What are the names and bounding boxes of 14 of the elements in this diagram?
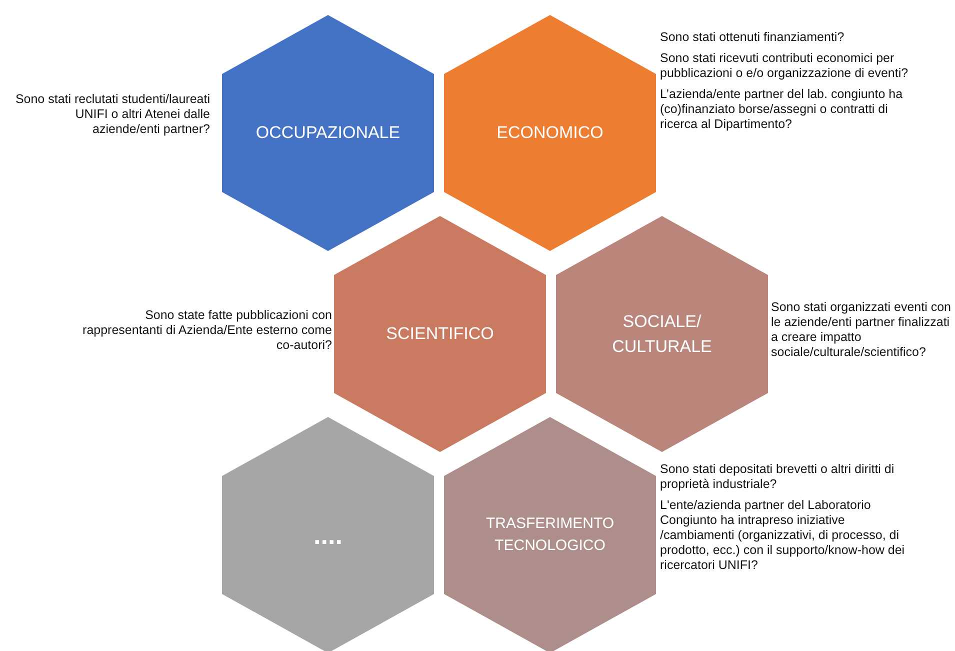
hexagon-label: SCIENTIFICO	[386, 323, 494, 346]
question-text: Sono stati ricevuti contributi economici per pubblicazioni o e/o organizzazione di eventi?	[660, 51, 910, 81]
question-text: Sono stati reclutati studenti/laureati UNIFI o altri Atenei dalle aziende/enti partner?	[14, 92, 210, 137]
hexagon-label: TRASFERIMENTO TECNOLOGICO	[484, 514, 616, 556]
question-text: Sono state fatte pubblicazioni con rappresentanti di Azienda/Ente esterno come co-autori?	[82, 308, 332, 353]
hexagon-label: ECONOMICO	[496, 122, 604, 144]
hexagon-label: ....	[314, 518, 342, 552]
question-text: L'ente/azienda partner del Laboratorio Congiunto ha intrapreso iniziative /cambiamenti (organizzativi, di processo, di prodotto, ecc.) con il supporto/know-how dei ricercatori UNIFI?	[660, 498, 906, 573]
question-text: L’azienda/ente partner del lab. congiunto ha (co)finanziato borse/assegni o contratti di ricerca al Dipartimento?	[660, 87, 904, 132]
hexagon-label: OCCUPAZIONALE	[256, 122, 400, 144]
question-text: Sono stati organizzati eventi con le aziende/enti partner finalizzati a creare impatto sociale/culturale/scientifico?	[771, 300, 952, 360]
question-text: Sono stati ottenuti finanziamenti?	[660, 30, 846, 45]
question-text: Sono stati depositati brevetti o altri diritti di proprietà industriale?	[660, 462, 896, 492]
hexagon-label: SOCIALE/ CULTURALE	[611, 310, 713, 358]
